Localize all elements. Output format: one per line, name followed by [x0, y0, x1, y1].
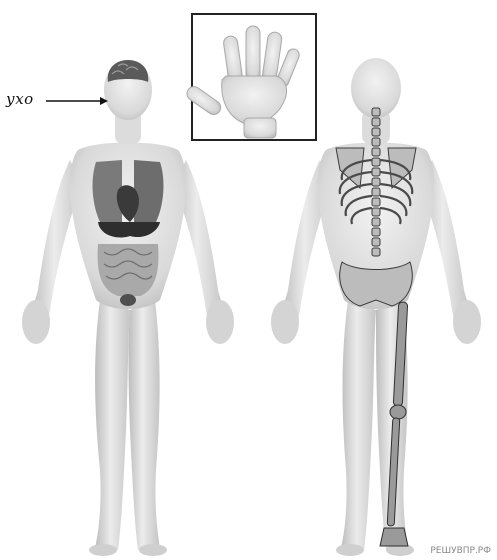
brain-organ: [108, 60, 149, 82]
spine: [372, 108, 380, 256]
ear-pointer: [46, 97, 108, 105]
intestines: [98, 244, 159, 296]
watermark: РЕШУВПР.РФ: [430, 546, 491, 556]
left-lung: [93, 160, 122, 222]
bladder-organ: [120, 294, 136, 306]
foot-bones: [380, 528, 408, 546]
knee-cap: [390, 405, 406, 419]
hand-inset: [184, 14, 316, 140]
right-lung: [134, 160, 163, 222]
ear-label: ухо: [6, 90, 34, 108]
